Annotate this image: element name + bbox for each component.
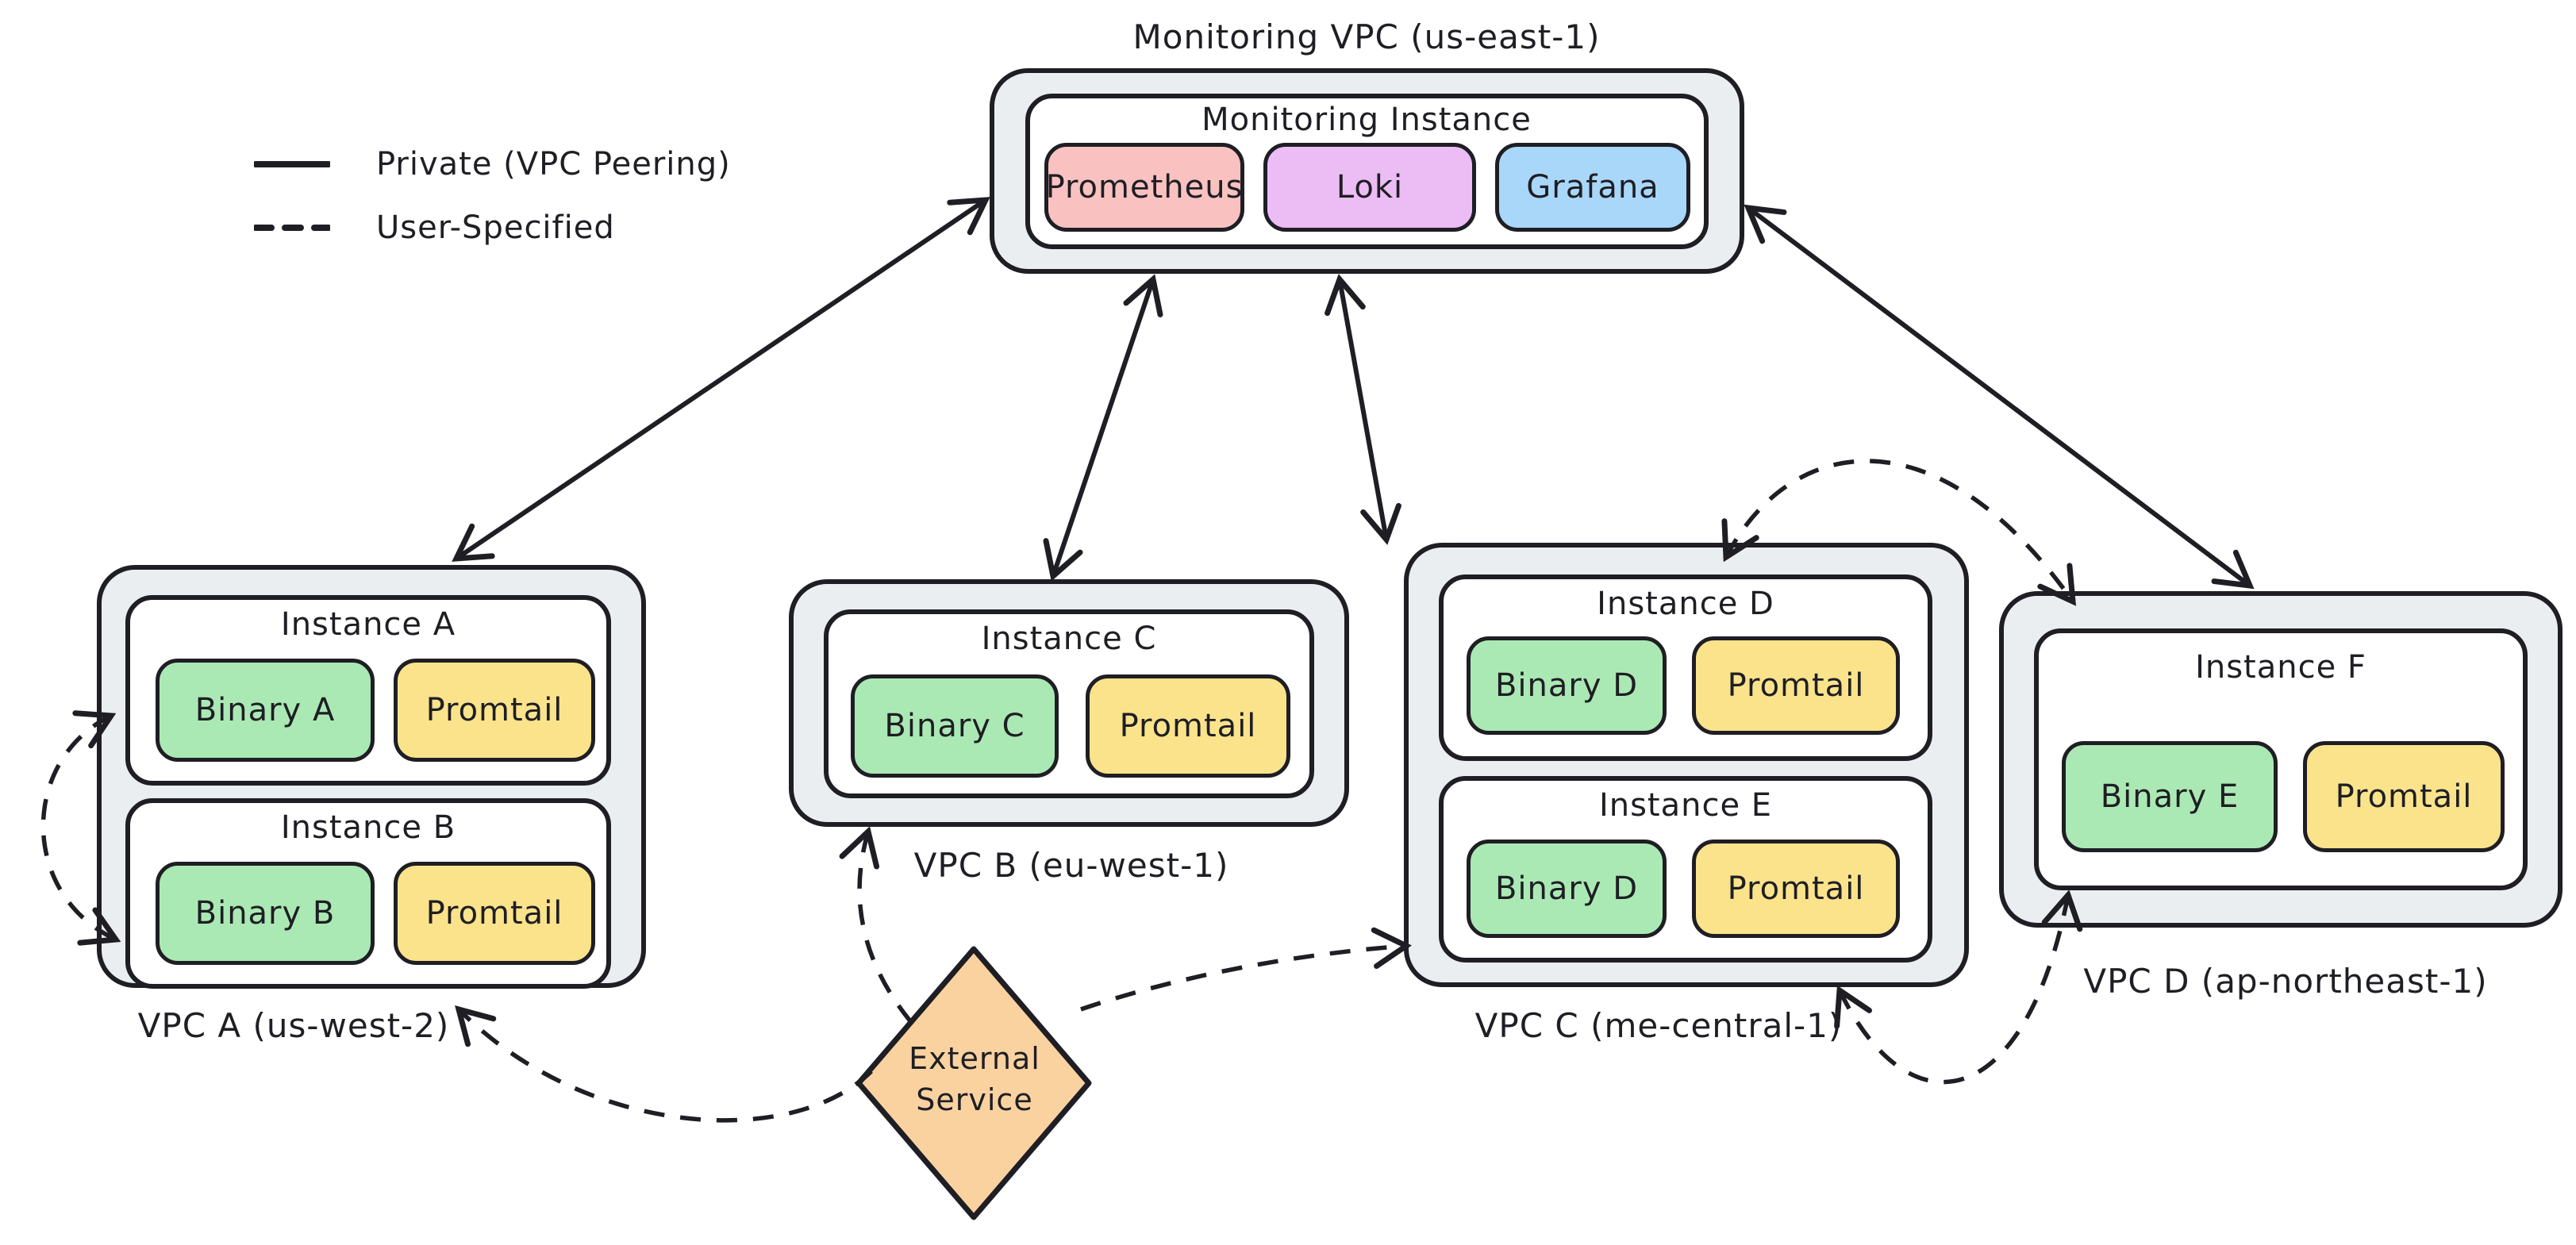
monitoring-instance-title: Monitoring Instance xyxy=(1201,102,1532,138)
instance-a-title: Instance A xyxy=(280,606,456,643)
instance-e-title: Instance E xyxy=(1598,787,1773,824)
component-grafana: Grafana xyxy=(1495,143,1690,232)
external-service-label-line2: Service xyxy=(916,1082,1033,1117)
legend-label-user-specified: User-Specified xyxy=(376,209,615,246)
binary-b-chip: Binary B xyxy=(156,862,375,965)
instance-f-promtail-chip: Promtail xyxy=(2303,741,2505,852)
instance-a-promtail-chip: Promtail xyxy=(394,659,595,762)
instance-b-promtail-chip: Promtail xyxy=(394,862,595,965)
dashed-line-icon xyxy=(254,225,330,231)
binary-a-chip: Binary A xyxy=(156,659,375,762)
edge-external-to-vpc-c xyxy=(1080,927,1412,1012)
solid-line-icon xyxy=(254,161,330,167)
edge-monitoring-to-vpc-c xyxy=(1325,274,1401,545)
instance-e-promtail-chip: Promtail xyxy=(1692,840,1900,938)
external-service-label: External Service xyxy=(855,1038,1094,1120)
instance-d-title: Instance D xyxy=(1597,586,1774,622)
external-service-label-line1: External xyxy=(909,1041,1040,1076)
binary-c-chip: Binary C xyxy=(851,674,1059,778)
legend-row-user-specified: User-Specified xyxy=(254,205,731,251)
instance-c-promtail-chip: Promtail xyxy=(1086,674,1290,778)
vpc-c-label: VPC C (me-central-1) xyxy=(1474,1006,1843,1045)
instance-b-title: Instance B xyxy=(280,809,456,846)
edge-monitoring-to-vpc-d xyxy=(1744,204,2255,590)
legend-label-private: Private (VPC Peering) xyxy=(376,146,731,183)
legend-row-private: Private (VPC Peering) xyxy=(254,141,731,187)
component-prometheus: Prometheus xyxy=(1044,143,1244,232)
instance-e-binary-chip: Binary D xyxy=(1467,840,1667,938)
legend: Private (VPC Peering) User-Specified xyxy=(254,141,731,268)
vpc-d-label: VPC D (ap-northeast-1) xyxy=(2083,962,2488,1001)
edge-external-to-vpc-a xyxy=(455,1005,873,1123)
binary-e-chip: Binary E xyxy=(2062,741,2278,852)
edge-monitoring-to-vpc-b xyxy=(1043,274,1163,582)
component-loki: Loki xyxy=(1263,143,1476,232)
vpc-b-label: VPC B (eu-west-1) xyxy=(913,846,1229,885)
instance-f-title: Instance F xyxy=(2195,649,2366,686)
instance-c-title: Instance C xyxy=(981,621,1157,657)
instance-d-promtail-chip: Promtail xyxy=(1692,636,1900,735)
instance-d-binary-chip: Binary D xyxy=(1467,636,1667,735)
vpc-a-label: VPC A (us-west-2) xyxy=(137,1006,450,1045)
monitoring-vpc-title: Monitoring VPC (us-east-1) xyxy=(1132,17,1601,56)
